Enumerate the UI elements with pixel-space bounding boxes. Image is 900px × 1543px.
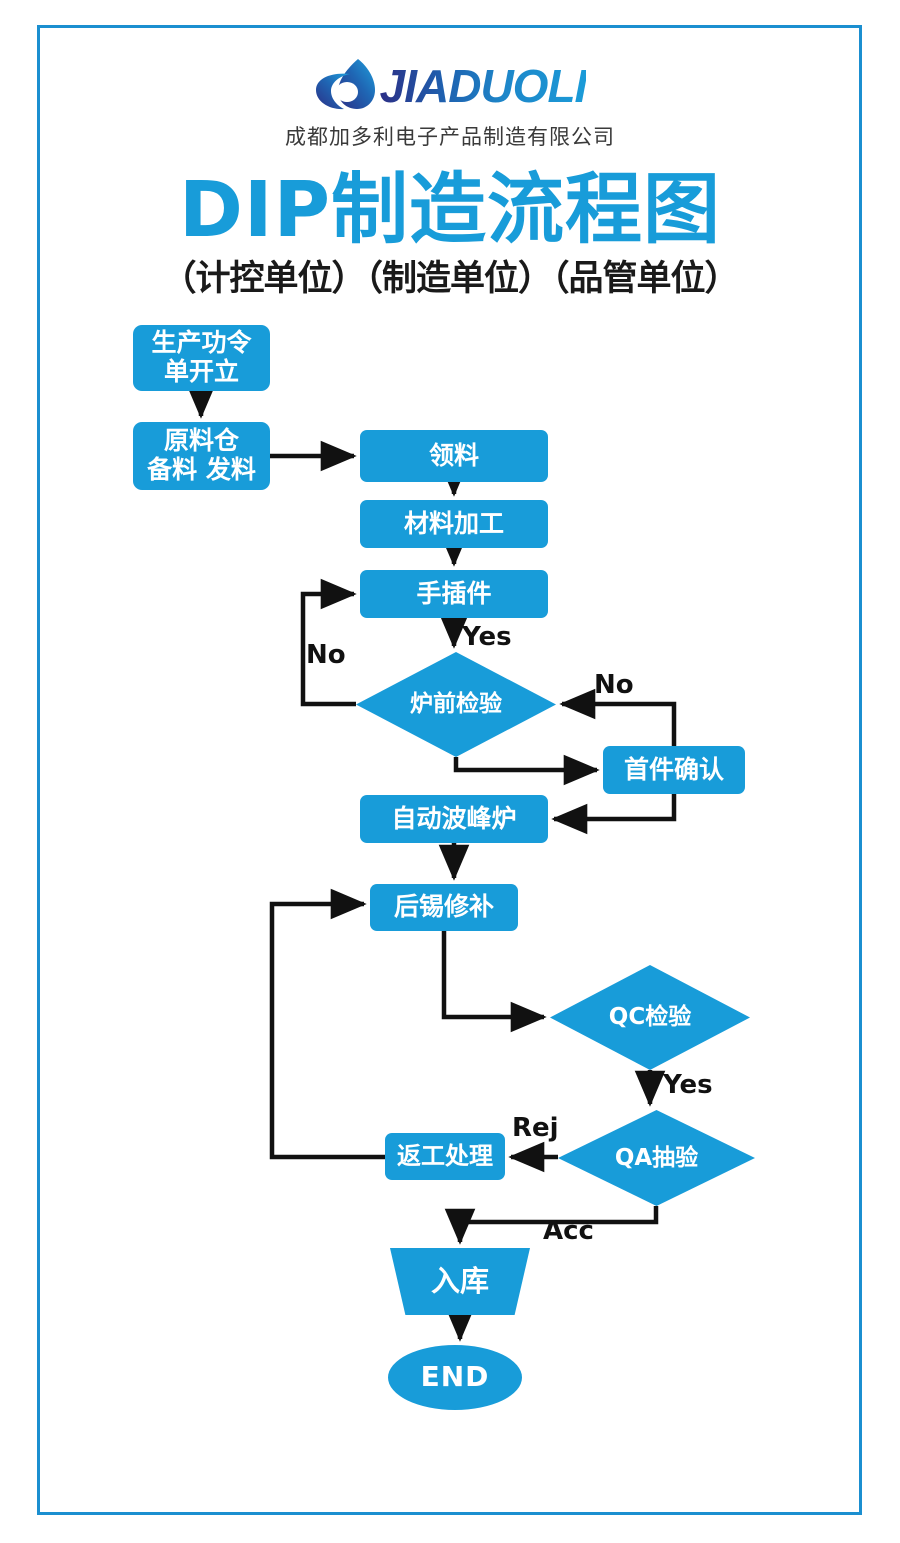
node-label: QA抽验 — [614, 1144, 699, 1171]
flow-node-material-processing[interactable]: 材料加工 — [360, 500, 548, 548]
edge-label-no-rework-insertion: No — [306, 640, 346, 670]
edge-label-yes-pre-furnace: Yes — [462, 622, 512, 652]
node-label: 入库 — [430, 1263, 489, 1298]
node-label: QC检验 — [608, 1004, 692, 1031]
poster-border-frame — [37, 25, 862, 1515]
flow-decision-qc-inspection[interactable]: QC检验 — [550, 965, 750, 1070]
flow-node-material-warehouse[interactable]: 原料仓 备料 发料 — [133, 422, 270, 490]
flow-decision-qa-sampling[interactable]: QA抽验 — [558, 1110, 755, 1206]
node-label: 生产功令 单开立 — [151, 328, 252, 386]
edge-label-yes-qc: Yes — [663, 1070, 713, 1100]
flow-node-auto-wave-solder[interactable]: 自动波峰炉 — [360, 795, 548, 843]
flow-node-production-order[interactable]: 生产功令 单开立 — [133, 325, 270, 391]
page-title: DIP制造流程图 — [179, 166, 721, 255]
node-label: 原料仓 备料 发料 — [147, 426, 256, 484]
flow-node-manual-insertion[interactable]: 手插件 — [360, 570, 548, 618]
company-name: 成都加多利电子产品制造有限公司 — [285, 125, 615, 149]
node-label: 返工处理 — [397, 1141, 493, 1170]
node-label: 炉前检验 — [410, 691, 502, 718]
flow-node-warehouse-in[interactable]: 入库 — [390, 1248, 530, 1315]
logo-wordmark: JIADUOLI — [379, 60, 588, 112]
trapezoid-shape — [390, 1248, 530, 1315]
flow-node-post-solder-repair[interactable]: 后锡修补 — [370, 884, 518, 931]
company-logo-block: JIADUOLI 成都加多利电子产品制造有限公司 — [0, 55, 900, 151]
flow-node-rework[interactable]: 返工处理 — [385, 1133, 505, 1180]
edge-label-rej-qa: Rej — [512, 1113, 559, 1143]
page-subtitle: （计控单位）（制造单位）（品管单位） — [161, 259, 739, 299]
node-label: 领料 — [428, 440, 479, 470]
node-label: 手插件 — [416, 578, 492, 608]
node-label: 材料加工 — [403, 508, 504, 538]
logo-row: JIADUOLI — [0, 55, 900, 117]
node-label: END — [420, 1360, 490, 1394]
edge-label-acc-qa: Acc — [543, 1216, 594, 1246]
node-label: 后锡修补 — [393, 892, 494, 922]
flow-node-first-article-confirmation[interactable]: 首件确认 — [603, 746, 745, 794]
flow-node-end[interactable]: END — [388, 1345, 522, 1410]
flow-decision-pre-furnace-inspection[interactable]: 炉前检验 — [356, 652, 556, 757]
flow-node-pick-material[interactable]: 领料 — [360, 430, 548, 482]
edge-label-no-first-article: No — [594, 670, 634, 700]
node-label: 自动波峰炉 — [391, 803, 517, 833]
droplet-logo-icon — [314, 57, 376, 115]
node-label: 首件确认 — [623, 754, 724, 784]
